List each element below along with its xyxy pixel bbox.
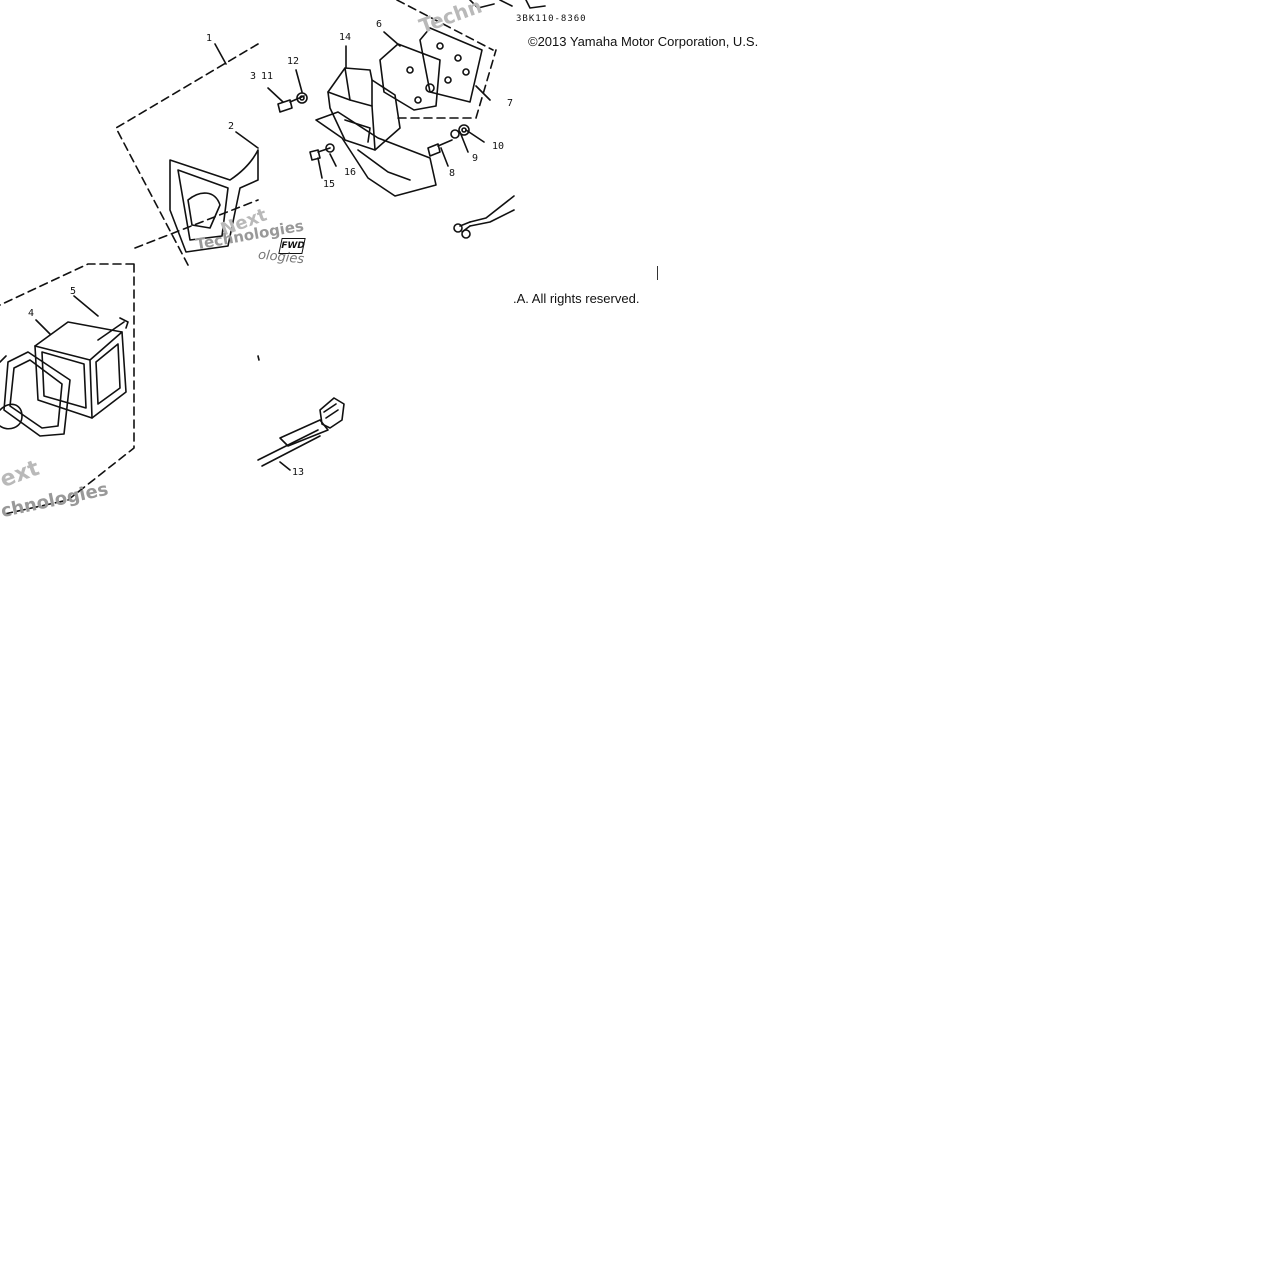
lens-gasket [3, 351, 71, 437]
wire-harness-13 [257, 429, 321, 467]
callout-1: 1 [206, 33, 213, 44]
assembly-outline-top [396, 0, 497, 119]
gasket [419, 27, 483, 103]
washer-9 [450, 129, 460, 139]
callout-4: 4 [28, 308, 35, 319]
washer-16 [325, 143, 335, 153]
lens-frame [169, 149, 259, 253]
callout-7: 7 [507, 98, 514, 109]
callout-2: 2 [228, 121, 235, 132]
bracket [315, 111, 437, 197]
callout-16: 16 [344, 167, 357, 178]
washer-12 [296, 92, 308, 104]
rights-text: .A. All rights reserved. [513, 291, 640, 306]
callout-8: 8 [449, 168, 456, 179]
callout-11: 11 [261, 71, 274, 82]
copyright-text: ©2013 Yamaha Motor Corporation, U.S. [528, 34, 759, 49]
tail-lens [34, 321, 127, 419]
callout-9: 9 [472, 153, 479, 164]
washer-10 [458, 124, 470, 136]
connector [319, 397, 345, 429]
callout-6: 6 [376, 19, 383, 30]
part-code: 3BK110-8360 [516, 14, 587, 24]
callout-5: 5 [70, 286, 77, 297]
callout-14: 14 [339, 32, 352, 43]
housing [327, 67, 401, 151]
assembly-outline-lower [0, 263, 135, 516]
assembly-outline-upper [115, 43, 259, 266]
screw-8 [427, 139, 453, 157]
screw-15 [309, 147, 331, 161]
callout-15: 15 [323, 179, 336, 190]
text-cursor [657, 266, 658, 280]
callout-3: 3 [250, 71, 257, 82]
mount-plate [379, 43, 441, 111]
callout-12: 12 [287, 56, 300, 67]
callout-13: 13 [292, 467, 305, 478]
callout-10: 10 [492, 141, 505, 152]
screw-5 [97, 317, 129, 341]
bulb [0, 403, 23, 430]
wire-harness-upper [469, 195, 515, 227]
